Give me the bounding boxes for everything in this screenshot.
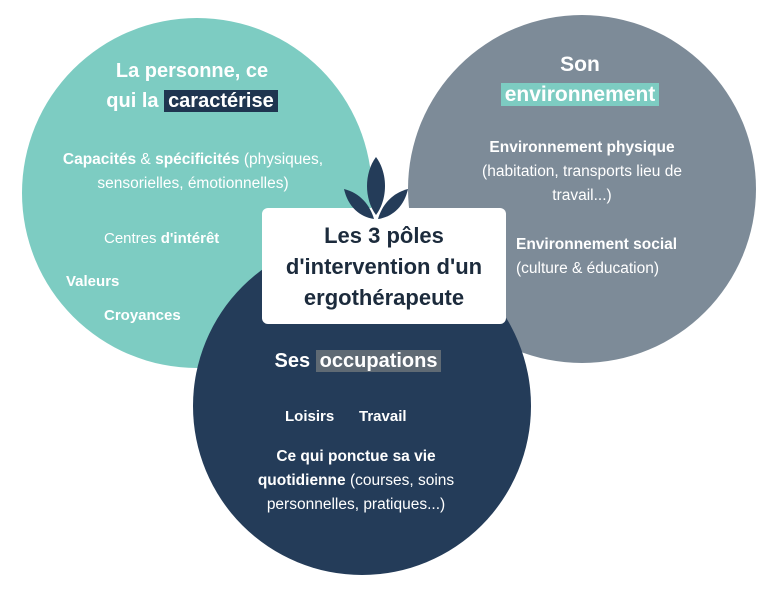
personne-title-highlight: caractérise	[164, 90, 278, 112]
personne-title-line2: qui la	[106, 90, 165, 112]
personne-title: La personne, ce qui la caractérise	[82, 56, 302, 116]
leaves-icon	[344, 157, 408, 219]
centres-prefix: Centres	[104, 230, 161, 247]
environnement-physique-title: Environnement physique	[489, 139, 675, 156]
center-title-line3: ergothérapeute	[303, 285, 465, 310]
capacites-detail-1: (physiques,	[239, 151, 324, 168]
environnement-social-title: Environnement social	[516, 236, 678, 253]
croyances-text: Croyances	[104, 307, 181, 324]
personne-title-line1: La personne, ce	[115, 60, 269, 82]
vie-line2-rest: (courses, soins	[345, 472, 455, 489]
specificites-label: spécificités	[155, 151, 240, 168]
occupations-title-prefix: Ses	[274, 350, 316, 372]
center-title-box: Les 3 pôles d'intervention d'un ergothér…	[262, 208, 506, 324]
environnement-title-line1: Son	[560, 53, 600, 76]
environnement-social-detail: (culture & éducation)	[516, 260, 660, 277]
vie-quotidienne-text: Ce qui ponctue sa vie quotidienne (cours…	[232, 445, 480, 517]
capacites-text: Capacités & spécificités (physiques, sen…	[28, 148, 358, 196]
leaf-left-icon	[344, 189, 374, 219]
occupations-title-highlight: occupations	[315, 350, 442, 372]
environnement-physique-text: Environnement physique (habitation, tran…	[446, 136, 718, 208]
leaf-center-icon	[367, 157, 385, 215]
center-title-line1: Les 3 pôles	[324, 223, 444, 248]
center-title: Les 3 pôles d'intervention d'un ergothér…	[262, 220, 506, 313]
occupations-title: Ses occupations	[248, 350, 468, 373]
vie-line2-bold: quotidienne	[257, 472, 346, 489]
vie-line1: Ce qui ponctue sa vie	[276, 448, 436, 465]
center-title-line2: d'intervention d'un	[285, 254, 483, 279]
vie-line3: personnelles, pratiques...)	[266, 496, 446, 513]
environnement-social-text: Environnement social (culture & éducatio…	[516, 233, 677, 281]
environnement-title: Son environnement	[470, 50, 690, 110]
centres-interet-text: Centres d'intérêt	[104, 230, 219, 247]
travail-text: Travail	[359, 408, 407, 425]
environnement-physique-detail-1: (habitation, transports lieu de	[482, 163, 682, 180]
valeurs-text: Valeurs	[66, 273, 120, 290]
environnement-title-highlight: environnement	[500, 83, 660, 106]
loisirs-text: Loisirs	[285, 408, 335, 425]
centres-bold: d'intérêt	[160, 230, 220, 247]
capacites-detail-2: sensorielles, émotionnelles)	[97, 175, 289, 192]
leaf-right-icon	[378, 189, 408, 219]
environnement-physique-detail-2: travail...)	[552, 187, 612, 204]
capacites-label: Capacités	[62, 151, 137, 168]
capacites-amp: &	[136, 151, 156, 168]
